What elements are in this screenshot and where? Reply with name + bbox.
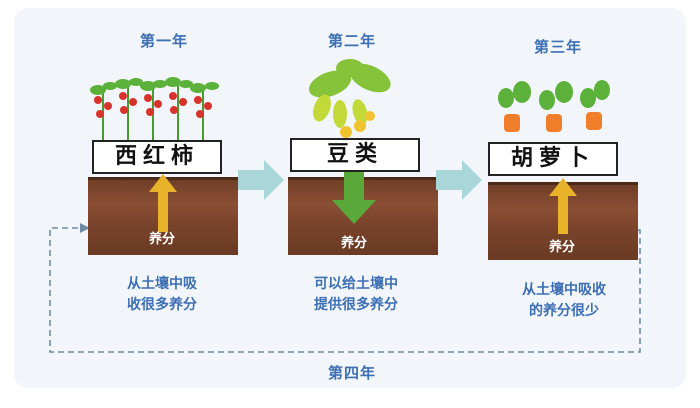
up-arrow-icon xyxy=(149,174,177,232)
bean-pod-icon xyxy=(308,59,391,138)
cycle-year-label: 第四年 xyxy=(327,364,376,382)
crop-name-beans: 豆类 xyxy=(290,138,420,172)
crop-name-carrot: 胡萝卜 xyxy=(488,142,618,176)
nutrient-label-3: 养分 xyxy=(548,240,575,255)
nutrient-label-2: 养分 xyxy=(340,236,367,251)
caption-stage-1: 从土壤中吸 收很多养分 xyxy=(82,274,242,316)
nutrient-label-1: 养分 xyxy=(148,232,175,247)
up-arrow-icon xyxy=(549,178,577,234)
caption-stage-3: 从土壤中吸收 的养分很少 xyxy=(484,280,644,322)
crop-name-tomato: 西红柿 xyxy=(92,140,222,174)
right-arrow-icon xyxy=(238,160,284,200)
carrot-icon xyxy=(498,80,610,132)
caption-1-line-2: 收很多养分 xyxy=(127,297,197,313)
caption-stage-2: 可以给土壤中 提供很多养分 xyxy=(276,274,436,316)
year-label-1: 第一年 xyxy=(139,32,188,50)
right-arrow-icon xyxy=(436,160,482,200)
caption-2-line-2: 提供很多养分 xyxy=(314,297,398,313)
year-label-3: 第三年 xyxy=(533,38,582,56)
tomato-plant-icon xyxy=(90,77,219,140)
caption-1-line-1: 从土壤中吸 xyxy=(127,276,197,292)
year-label-2: 第二年 xyxy=(327,32,376,50)
down-arrow-icon xyxy=(332,172,376,224)
caption-2-line-1: 可以给土壤中 xyxy=(314,276,398,292)
caption-3-line-2: 的养分很少 xyxy=(529,303,599,319)
caption-3-line-1: 从土壤中吸收 xyxy=(522,282,606,298)
